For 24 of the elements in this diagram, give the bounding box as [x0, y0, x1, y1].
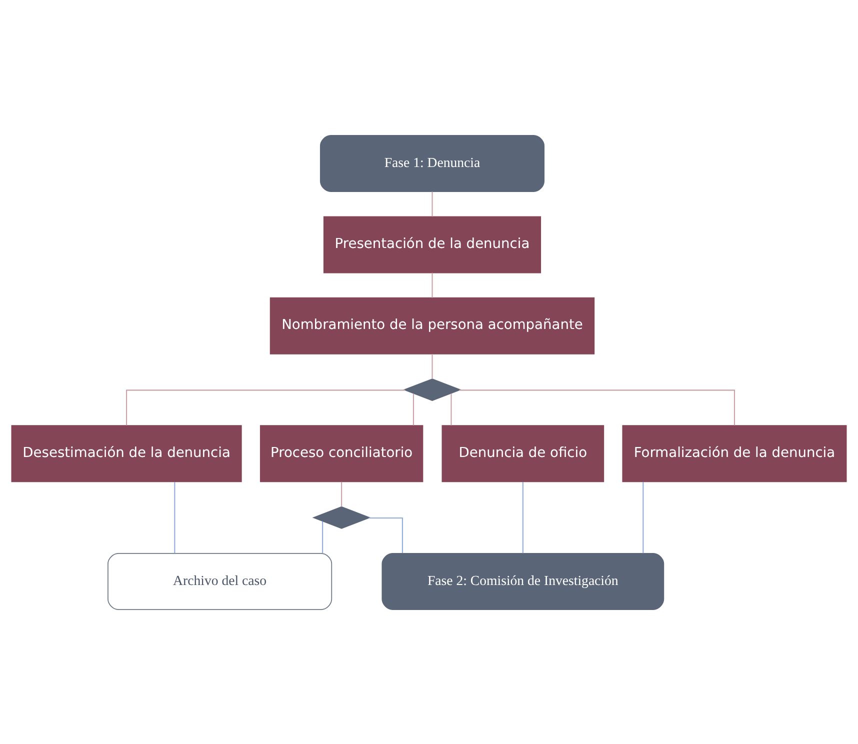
connector — [522, 482, 524, 553]
connector — [368, 517, 403, 553]
node-diamond — [402, 378, 462, 401]
node-box: Presentación de la denuncia — [323, 216, 542, 273]
connector — [432, 354, 433, 378]
node-box: Archivo del caso — [108, 552, 332, 610]
node-box: Denuncia de oficio — [442, 424, 604, 482]
connector — [126, 389, 406, 425]
node-diamond — [312, 506, 371, 528]
node-box: Formalización de la denuncia — [622, 424, 847, 482]
node-box: Fase 2: Comisión de Investigación — [382, 552, 664, 610]
connector — [459, 389, 735, 425]
connector — [432, 191, 433, 216]
connector — [322, 520, 324, 553]
node-box: Fase 1: Denuncia — [320, 134, 544, 192]
node-box: Proceso conciliatorio — [260, 424, 424, 482]
node-box: Nombramiento de la persona acompañante — [270, 296, 595, 354]
connector — [174, 482, 176, 553]
connector — [450, 393, 452, 425]
connector — [642, 482, 644, 553]
node-box: Desestimación de la denuncia — [11, 424, 242, 482]
connector — [412, 393, 414, 425]
connector — [432, 272, 433, 298]
connector — [341, 481, 342, 506]
